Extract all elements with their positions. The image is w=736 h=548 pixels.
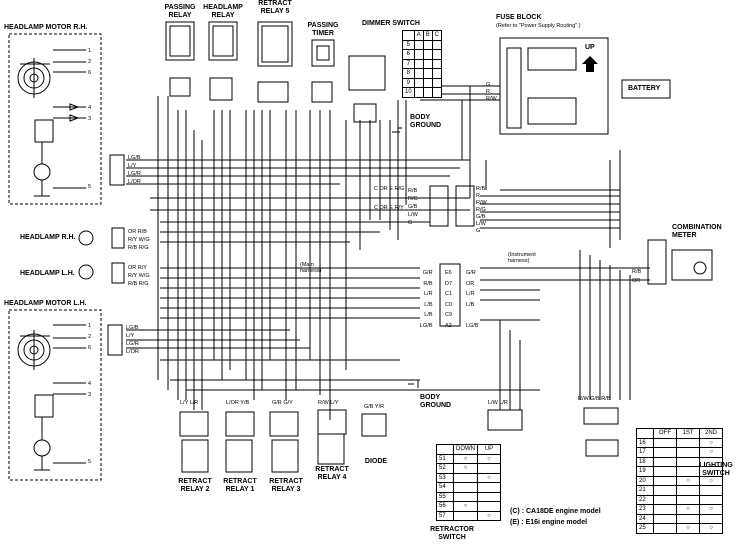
fuse-block-note: (Refer to "Power Supply Routing".) xyxy=(496,23,581,29)
headlamp-motor-rh-label: HEADLAMP MOTOR R.H. xyxy=(4,24,88,31)
headlamp-motor-rh-box xyxy=(8,33,102,205)
dimmer-switch-label: DIMMER SWITCH xyxy=(362,20,420,27)
center-connector-label-1: C OR E R/G xyxy=(374,186,405,192)
relay2-wires: L/Y L/R xyxy=(180,400,199,406)
headlamp-motor-lh-box xyxy=(8,309,102,481)
relay1-wires: L/OR Y/B xyxy=(226,400,250,406)
diode-label: DIODE xyxy=(364,458,388,465)
retractor-wires: L/W L/R xyxy=(488,400,508,406)
lighting-wires: R/W G/B R/B xyxy=(578,396,611,402)
relay4-wires: R/W L/Y xyxy=(318,400,339,406)
fuse-block-label: FUSE BLOCK xyxy=(496,14,542,21)
headlamp-rh-label: HEADLAMP R.H. xyxy=(20,234,76,241)
relay3-wires: G/R G/Y xyxy=(272,400,293,406)
motor-rh-terminal-5: 5 xyxy=(88,184,92,190)
diode-wires: G/B Y/R xyxy=(364,404,385,410)
up-label: UP xyxy=(585,44,595,51)
motor-lh-terminal-5: 5 xyxy=(88,459,92,465)
legend-e16i: (E) : E16i engine model xyxy=(510,519,588,526)
center-connector-label-2: C OR E R/Y xyxy=(374,205,404,211)
headlamp-motor-lh-label: HEADLAMP MOTOR L.H. xyxy=(4,300,87,307)
headlamp-lh-label: HEADLAMP L.H. xyxy=(20,270,75,277)
legend-ca18de: (C) : CA18DE engine model xyxy=(510,508,601,515)
battery-label: BATTERY xyxy=(628,85,661,92)
